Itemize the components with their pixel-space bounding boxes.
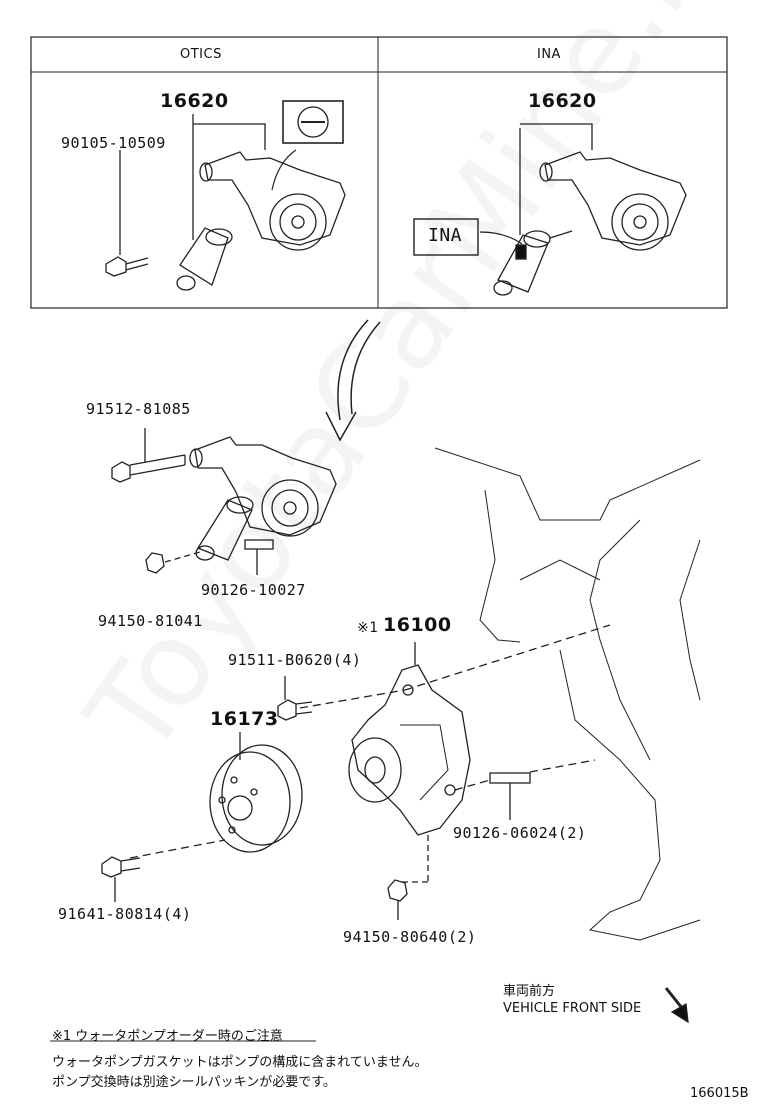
otics-header: OTICS — [180, 47, 222, 62]
nut-94150-80640-label: 94150-80640(2) — [343, 928, 477, 946]
note-line-1: ウォータポンプガスケットはポンプの構成に含まれていません。 — [52, 1055, 428, 1070]
ina-tag: INA — [428, 225, 463, 246]
vehicle-front-en: VEHICLE FRONT SIDE — [503, 1001, 642, 1016]
stud-90126-10027-label: 90126-10027 — [201, 581, 306, 599]
bolt-91511-label: 91511-B0620(4) — [228, 651, 362, 669]
figure-id: 166015B — [690, 1086, 749, 1101]
ina-header: INA — [537, 47, 561, 62]
note-line-2: ポンプ交換時は別途シールパッキンが必要です。 — [52, 1075, 336, 1090]
note-title: ※1 ウォータポンプオーダー時のご注意 — [52, 1029, 283, 1044]
water-pump-note-mark: ※1 — [357, 620, 379, 636]
otics-tensioner-label: 16620 — [160, 90, 229, 112]
water-pump-label: 16100 — [383, 614, 452, 636]
pulley-label: 16173 — [210, 708, 279, 730]
stud-90126-06024-label: 90126-06024(2) — [453, 824, 587, 842]
ina-tensioner-label: 16620 — [528, 90, 597, 112]
bolt-91512-label: 91512-81085 — [86, 400, 191, 418]
bolt-91641-label: 91641-80814(4) — [58, 905, 192, 923]
variant-table-frame — [30, 36, 728, 309]
nut-94150-81041-label: 94150-81041 — [98, 612, 203, 630]
otics-bolt-label: 90105-10509 — [61, 134, 166, 152]
vehicle-front-jp: 車両前方 — [503, 984, 556, 999]
